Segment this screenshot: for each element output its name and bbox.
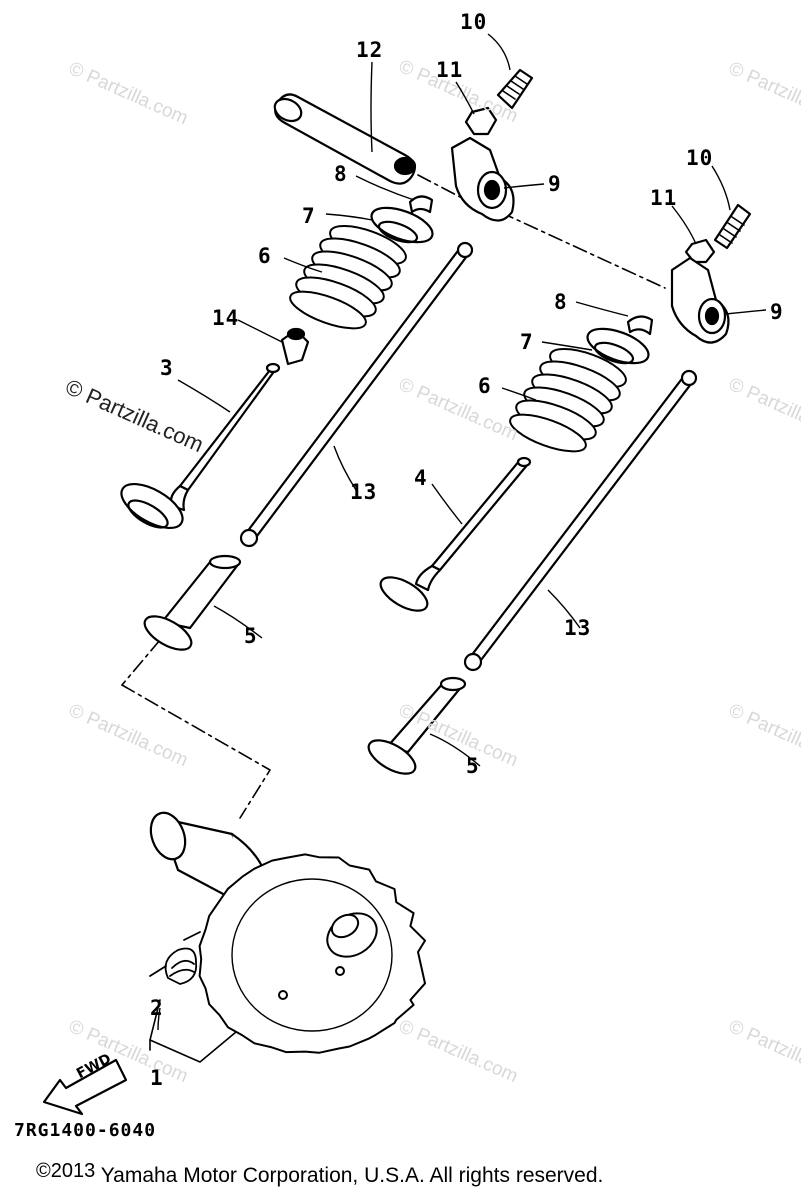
callout-6-right: 6 <box>478 374 492 398</box>
valve-spring-part-6-right <box>509 348 627 453</box>
callout-8-right: 8 <box>554 290 568 314</box>
collet-part-8-left <box>408 195 434 214</box>
valve-seal-part-14 <box>280 327 310 366</box>
locknut-part-11-right <box>684 238 716 264</box>
valve-spring-part-6-left <box>289 225 407 330</box>
locknut-part-11-left <box>464 106 498 136</box>
callout-3: 3 <box>160 356 174 380</box>
callout-11-left: 11 <box>436 58 464 82</box>
callout-13-right: 13 <box>564 616 592 640</box>
rocker-shaft-part-12 <box>273 93 417 185</box>
callout-5-right: 5 <box>466 754 480 778</box>
callout-10-left: 10 <box>460 10 488 34</box>
decompression-spring-part-2 <box>149 931 201 985</box>
rocker-arm-part-9-right <box>670 256 730 344</box>
tappet-part-5-right <box>367 676 467 775</box>
adjusting-screw-part-10-left <box>496 68 534 110</box>
callout-5-left: 5 <box>244 624 258 648</box>
callout-8-left: 8 <box>334 162 348 186</box>
fwd-arrow-icon <box>42 1058 128 1116</box>
diagram-part-code: 7RG1400-6040 <box>14 1120 157 1141</box>
valve-part-4 <box>379 456 532 612</box>
callout-10-right: 10 <box>686 146 714 170</box>
tappet-part-5-left <box>143 554 242 651</box>
push-rod-part-13-right <box>463 369 698 672</box>
adjusting-screw-part-10-right <box>713 203 752 250</box>
spring-retainer-part-7-right <box>586 327 650 365</box>
cam-gear <box>198 853 426 1054</box>
collet-part-8-right <box>626 315 654 336</box>
callout-11-right: 11 <box>650 186 678 210</box>
rocker-arm-part-9-left <box>450 136 515 222</box>
callout-1: 1 <box>150 1066 164 1090</box>
callout-12: 12 <box>356 38 384 62</box>
callout-14: 14 <box>212 306 240 330</box>
callout-13-left: 13 <box>350 480 378 504</box>
callout-6-left: 6 <box>258 244 272 268</box>
copyright-footer: ©2013 Yamaha Motor Corporation, U.S.A. A… <box>36 1160 603 1188</box>
push-rod-part-13-left <box>239 241 474 548</box>
copyright-text: Yamaha Motor Corporation, U.S.A. All rig… <box>100 1164 604 1187</box>
callout-4: 4 <box>414 466 428 490</box>
callout-7-left: 7 <box>302 204 316 228</box>
callout-9-left: 9 <box>548 172 562 196</box>
copyright-year: ©2013 <box>36 1160 96 1182</box>
callout-9-right: 9 <box>770 300 784 324</box>
callout-7-right: 7 <box>520 330 534 354</box>
callout-2: 2 <box>150 996 164 1020</box>
valve-part-3 <box>120 362 281 530</box>
camshaft-part-1 <box>149 811 426 1054</box>
